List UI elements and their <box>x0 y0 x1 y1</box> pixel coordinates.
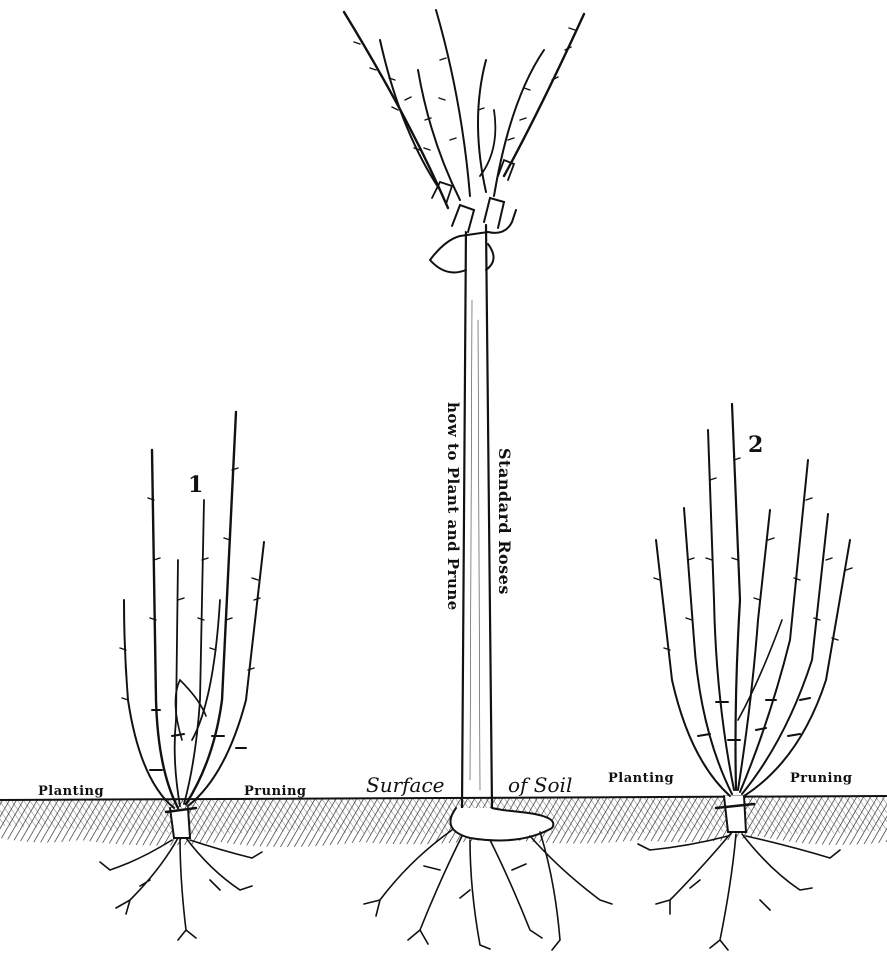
bush-rose-1 <box>100 412 264 940</box>
left-pruning-label: Pruning <box>244 784 307 799</box>
figure-1-label: 1 <box>188 472 203 498</box>
figure-2-label: 2 <box>748 432 763 458</box>
right-planting-label: Planting <box>608 771 674 786</box>
soil-surface-word: Surface <box>366 773 445 797</box>
bush-rose-2 <box>638 404 852 950</box>
right-pruning-label: Pruning <box>790 771 853 786</box>
soil-of-soil-word: of Soil <box>508 773 572 797</box>
left-planting-label: Planting <box>38 784 104 799</box>
vertical-title-standard-roses: Standard Roses <box>495 448 514 595</box>
vertical-title-plant-and-prune: how to Plant and Prune <box>444 402 462 611</box>
